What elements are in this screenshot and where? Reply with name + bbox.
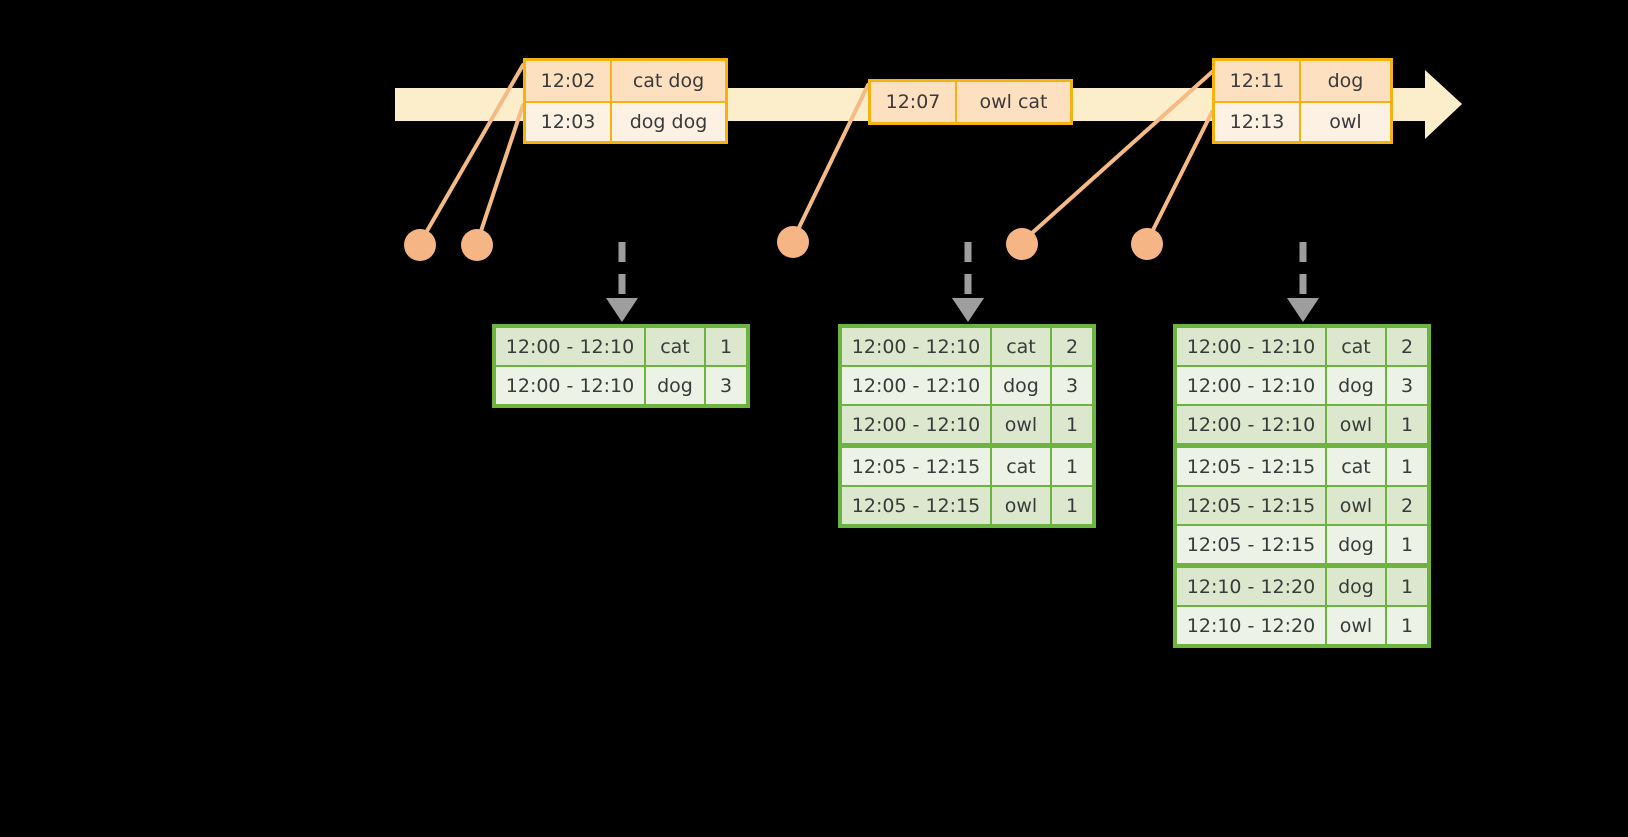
window-cell: 12:00 - 12:10 bbox=[842, 406, 990, 443]
connector-line-2 bbox=[475, 103, 525, 245]
count-cell: 1 bbox=[706, 328, 746, 365]
count-cell: 2 bbox=[1052, 328, 1092, 365]
window-cell: 12:00 - 12:10 bbox=[496, 328, 644, 365]
word-cell: owl bbox=[1327, 406, 1385, 443]
count-cell: 1 bbox=[1052, 406, 1092, 443]
word-cell: dog bbox=[992, 367, 1050, 404]
word-cell: owl bbox=[1327, 487, 1385, 524]
event-row[interactable]: 12:03 dog dog bbox=[526, 101, 725, 141]
table-row[interactable]: 12:05 - 12:15 cat 1 bbox=[842, 448, 1092, 485]
table-row[interactable]: 12:00 - 12:10 owl 1 bbox=[1177, 406, 1427, 443]
event-words: owl bbox=[1329, 111, 1362, 133]
connector-line-3 bbox=[791, 83, 870, 242]
table-row[interactable]: 12:00 - 12:10 dog 3 bbox=[496, 367, 746, 404]
window-cell: 12:00 - 12:10 bbox=[1177, 328, 1325, 365]
emit-arrow-head-3 bbox=[1287, 298, 1319, 322]
event-words: dog bbox=[1327, 70, 1364, 92]
word-cell: cat bbox=[646, 328, 704, 365]
count-cell: 1 bbox=[1387, 526, 1427, 563]
table-row[interactable]: 12:00 - 12:10 dog 3 bbox=[1177, 367, 1427, 404]
table-row[interactable]: 12:05 - 12:15 owl 1 bbox=[842, 487, 1092, 524]
emit-arrow-heads bbox=[606, 298, 1319, 322]
result-table-1[interactable]: 12:00 - 12:10 cat 1 12:00 - 12:10 dog 3 bbox=[492, 324, 750, 408]
window-cell: 12:00 - 12:10 bbox=[842, 328, 990, 365]
event-row[interactable]: 12:11 dog bbox=[1215, 61, 1390, 101]
window-cell: 12:05 - 12:15 bbox=[1177, 526, 1325, 563]
connector-dots bbox=[404, 226, 1163, 261]
window-cell: 12:05 - 12:15 bbox=[1177, 487, 1325, 524]
event-time: 12:02 bbox=[526, 61, 612, 101]
count-cell: 3 bbox=[706, 367, 746, 404]
word-cell: owl bbox=[1327, 607, 1385, 644]
count-cell: 1 bbox=[1387, 406, 1427, 443]
window-cell: 12:00 - 12:10 bbox=[842, 367, 990, 404]
window-cell: 12:00 - 12:10 bbox=[496, 367, 644, 404]
table-row[interactable]: 12:00 - 12:10 cat 2 bbox=[842, 328, 1092, 365]
result-table-3[interactable]: 12:00 - 12:10 cat 2 12:00 - 12:10 dog 3 … bbox=[1173, 324, 1431, 648]
count-cell: 1 bbox=[1052, 448, 1092, 485]
emit-arrow-head-2 bbox=[952, 298, 984, 322]
table-row[interactable]: 12:00 - 12:10 cat 2 bbox=[1177, 328, 1427, 365]
count-cell: 1 bbox=[1387, 448, 1427, 485]
window-cell: 12:00 - 12:10 bbox=[1177, 367, 1325, 404]
word-cell: cat bbox=[1327, 448, 1385, 485]
event-time: 12:13 bbox=[1215, 103, 1301, 141]
emit-arrow-head-1 bbox=[606, 298, 638, 322]
event-time: 12:07 bbox=[871, 82, 957, 122]
word-cell: dog bbox=[1327, 526, 1385, 563]
word-cell: owl bbox=[992, 487, 1050, 524]
table-row[interactable]: 12:05 - 12:15 owl 2 bbox=[1177, 487, 1427, 524]
event-words: dog dog bbox=[629, 111, 708, 133]
event-box-3[interactable]: 12:11 dog 12:13 owl bbox=[1212, 58, 1393, 144]
connector-dot-4 bbox=[1006, 228, 1038, 260]
emit-arrows bbox=[618, 242, 1307, 300]
event-box-2[interactable]: 12:07 owl cat bbox=[868, 79, 1073, 125]
word-cell: dog bbox=[646, 367, 704, 404]
word-cell: dog bbox=[1327, 367, 1385, 404]
event-box-1[interactable]: 12:02 cat dog 12:03 dog dog bbox=[523, 58, 728, 144]
table-row[interactable]: 12:05 - 12:15 dog 1 bbox=[1177, 526, 1427, 563]
table-row[interactable]: 12:10 - 12:20 owl 1 bbox=[1177, 607, 1427, 644]
window-cell: 12:10 - 12:20 bbox=[1177, 568, 1325, 605]
table-row[interactable]: 12:05 - 12:15 cat 1 bbox=[1177, 448, 1427, 485]
table-row[interactable]: 12:00 - 12:10 dog 3 bbox=[842, 367, 1092, 404]
word-cell: dog bbox=[1327, 568, 1385, 605]
connector-line-1 bbox=[418, 63, 525, 245]
word-cell: cat bbox=[992, 328, 1050, 365]
count-cell: 2 bbox=[1387, 487, 1427, 524]
connector-dot-3 bbox=[777, 226, 809, 258]
event-words: owl cat bbox=[979, 91, 1048, 113]
connector-dot-5 bbox=[1131, 228, 1163, 260]
word-cell: owl bbox=[992, 406, 1050, 443]
result-table-2[interactable]: 12:00 - 12:10 cat 2 12:00 - 12:10 dog 3 … bbox=[838, 324, 1096, 528]
count-cell: 3 bbox=[1387, 367, 1427, 404]
count-cell: 2 bbox=[1387, 328, 1427, 365]
event-time: 12:03 bbox=[526, 103, 612, 141]
table-row[interactable]: 12:00 - 12:10 owl 1 bbox=[842, 406, 1092, 443]
connector-line-5 bbox=[1145, 110, 1214, 244]
table-row[interactable]: 12:10 - 12:20 dog 1 bbox=[1177, 568, 1427, 605]
count-cell: 3 bbox=[1052, 367, 1092, 404]
window-cell: 12:10 - 12:20 bbox=[1177, 607, 1325, 644]
event-row[interactable]: 12:02 cat dog bbox=[526, 61, 725, 101]
table-row[interactable]: 12:00 - 12:10 cat 1 bbox=[496, 328, 746, 365]
window-cell: 12:05 - 12:15 bbox=[1177, 448, 1325, 485]
connector-dot-2 bbox=[461, 229, 493, 261]
word-cell: cat bbox=[1327, 328, 1385, 365]
event-words: cat dog bbox=[632, 70, 705, 92]
event-time: 12:11 bbox=[1215, 61, 1301, 101]
count-cell: 1 bbox=[1052, 487, 1092, 524]
event-row[interactable]: 12:07 owl cat bbox=[871, 82, 1070, 122]
window-cell: 12:05 - 12:15 bbox=[842, 448, 990, 485]
window-cell: 12:00 - 12:10 bbox=[1177, 406, 1325, 443]
word-cell: cat bbox=[992, 448, 1050, 485]
event-row[interactable]: 12:13 owl bbox=[1215, 101, 1390, 141]
connector-dot-1 bbox=[404, 229, 436, 261]
window-cell: 12:05 - 12:15 bbox=[842, 487, 990, 524]
count-cell: 1 bbox=[1387, 607, 1427, 644]
count-cell: 1 bbox=[1387, 568, 1427, 605]
